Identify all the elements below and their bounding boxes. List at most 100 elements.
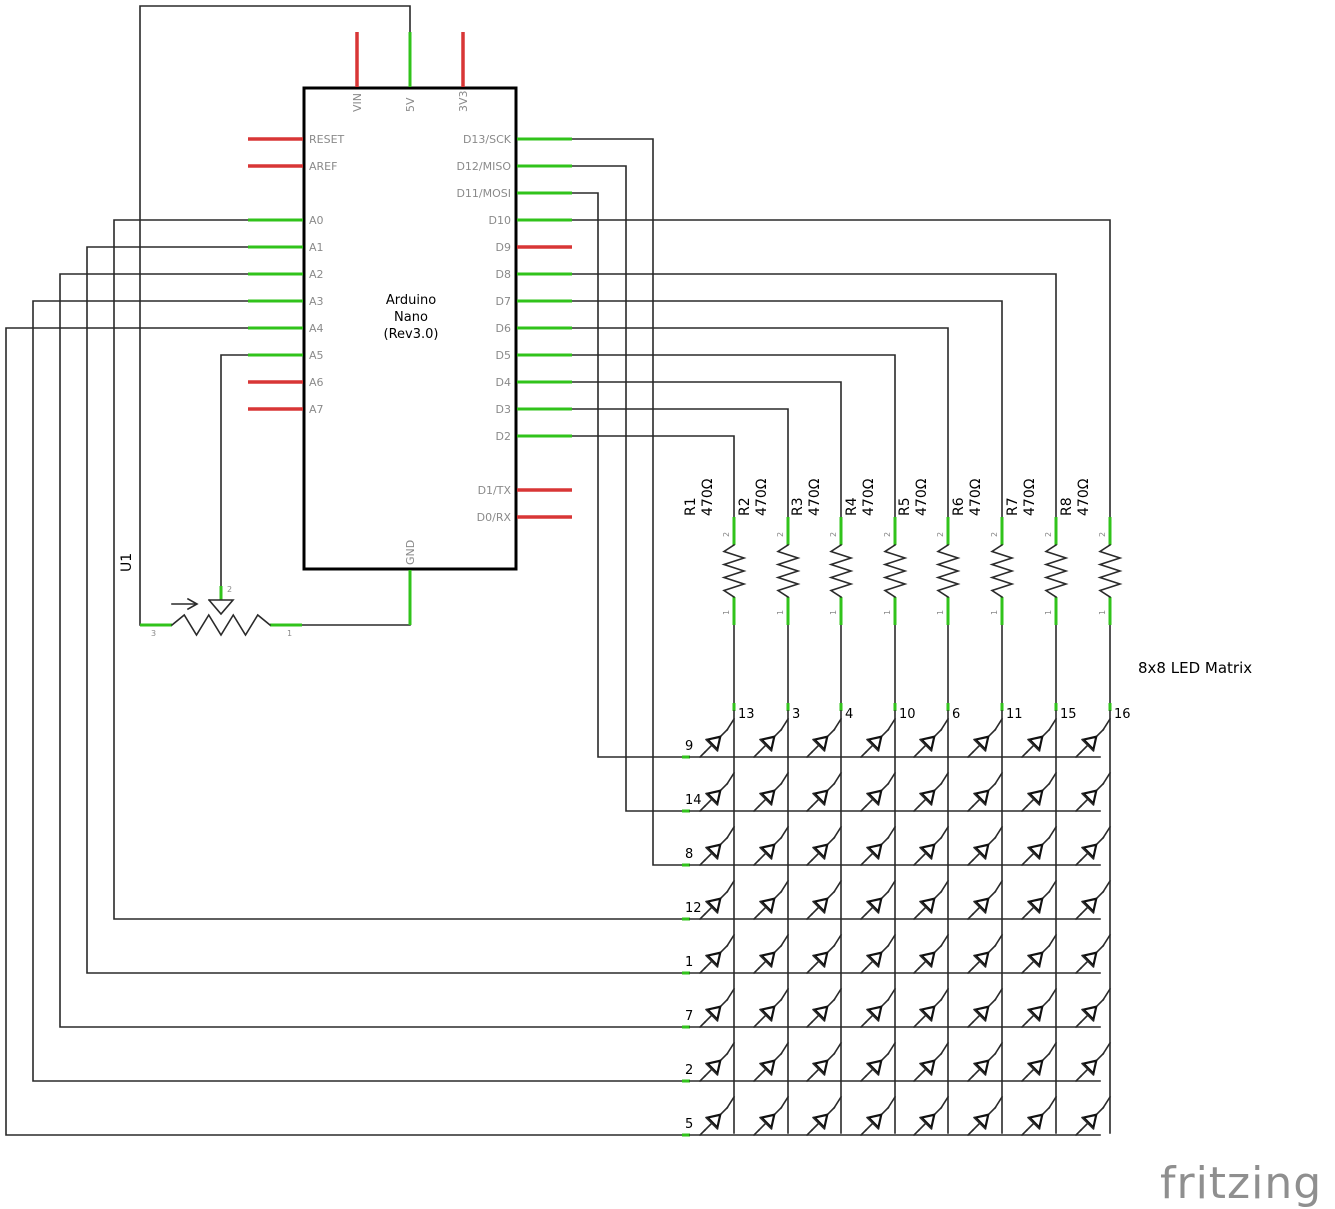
led-r5-c8-symbol [1079, 944, 1105, 970]
led-r3-c6-col-link [993, 825, 1004, 840]
led-r6-c8-triangle [1081, 1005, 1098, 1022]
led-r7-c6-col-link [993, 1041, 1004, 1056]
led-r2-c3-col-link [832, 771, 843, 786]
led-r5-c7-bar [1026, 954, 1041, 969]
led-r1-c4-symbol [864, 728, 890, 754]
led-r3-c7 [1025, 836, 1051, 862]
led-r5-c7-row-link [1020, 966, 1029, 975]
led-r3-c7-symbol [1025, 836, 1051, 862]
led-r5-c8-bar [1080, 954, 1095, 969]
led-r8-c7-row-link [1020, 1128, 1029, 1137]
led-r5-c5-bar [918, 954, 933, 969]
wire-a5-wiper [220, 354, 249, 587]
board-name-line-1: Arduino [386, 293, 436, 308]
led-r2-c4-col-link [886, 771, 897, 786]
led-r8-c5-symbol [917, 1106, 943, 1132]
led-r3-c1-bar [704, 846, 719, 861]
labels: Arduino Nano (Rev3.0) 8x8 LED Matrix U1 … [119, 293, 1321, 1209]
pin-label-5v: 5V [404, 97, 417, 112]
led-r1-c8-col-link [1101, 717, 1112, 732]
led-r3-c6-row-link [966, 858, 975, 867]
led-r8-c3-triangle [812, 1113, 829, 1130]
led-r2-c1 [703, 782, 729, 808]
resistor-r4-value: 470Ω [861, 478, 877, 516]
led-r7-c8-col-link [1101, 1041, 1112, 1056]
matrix-row-pin-label-1: 9 [685, 739, 693, 754]
led-r6-c3 [810, 998, 836, 1024]
led-r8-c6-bar [972, 1116, 987, 1131]
led-r3-c5-symbol [917, 836, 943, 862]
led-r8-c4-row-link [859, 1128, 868, 1137]
led-r7-c5-triangle [919, 1059, 936, 1076]
led-r7-c5-col-link [939, 1041, 950, 1056]
led-r8-c4-symbol [864, 1106, 890, 1132]
led-r5-c4-col-link [886, 933, 897, 948]
led-r6-c1-row-link [698, 1020, 707, 1029]
led-r1-c8-bar [1080, 738, 1095, 753]
led-r4-c8-triangle [1081, 897, 1098, 914]
led-r6-c2-row-link [752, 1020, 761, 1029]
led-r6-c2-bar [758, 1008, 773, 1023]
matrix-col-pin-label-8: 16 [1114, 707, 1131, 722]
pin-label-d0-rx: D0/RX [477, 511, 512, 524]
led-r4-c4-triangle [866, 897, 883, 914]
led-r2-c5-bar [918, 792, 933, 807]
led-r7-c8-bar [1080, 1062, 1095, 1077]
pin-label-d12-miso: D12/MISO [456, 160, 511, 173]
led-r4-c8 [1079, 890, 1105, 916]
led-r8-c5-triangle [919, 1113, 936, 1130]
led-r3-c5 [917, 836, 943, 862]
led-r7-c7-col-link [1047, 1041, 1058, 1056]
led-r4-c4-row-link [859, 912, 868, 921]
led-r2-c2 [757, 782, 783, 808]
led-r1-c1-row-link [698, 750, 707, 759]
led-r2-c5 [917, 782, 943, 808]
led-r1-c4-bar [865, 738, 880, 753]
led-r5-c5-symbol [917, 944, 943, 970]
led-r2-c1-triangle [705, 789, 722, 806]
led-r3-c8 [1079, 836, 1105, 862]
led-r5-c4-triangle [866, 951, 883, 968]
wire-d-to-r5 [571, 327, 949, 518]
led-r4-c5-symbol [917, 890, 943, 916]
led-r3-c8-col-link [1101, 825, 1112, 840]
led-r8-c1-symbol [703, 1106, 729, 1132]
resistor-r6-value: 470Ω [968, 478, 984, 516]
led-r2-c6-symbol [971, 782, 997, 808]
led-r5-c4-symbol [864, 944, 890, 970]
led-r4-c6-bar [972, 900, 987, 915]
led-r3-c5-row-link [912, 858, 921, 867]
led-r8-c1-row-link [698, 1128, 707, 1137]
led-r3-c4-col-link [886, 825, 897, 840]
led-r7-c6-row-link [966, 1074, 975, 1083]
matrix-col-pin-label-3: 4 [845, 707, 853, 722]
led-r6-c4-symbol [864, 998, 890, 1024]
resistor-r2-ref: R2 [737, 497, 753, 516]
led-r1-c3-row-link [805, 750, 814, 759]
led-r3-c3-row-link [805, 858, 814, 867]
led-r3-c3-col-link [832, 825, 843, 840]
led-r3-c3 [810, 836, 836, 862]
led-r1-c5-col-link [939, 717, 950, 732]
led-r4-c8-symbol [1079, 890, 1105, 916]
led-r6-c7-symbol [1025, 998, 1051, 1024]
resistor-r6-zigzag [989, 543, 1015, 599]
led-r2-c4-bar [865, 792, 880, 807]
led-r7-c2-col-link [779, 1041, 790, 1056]
led-r3-c3-symbol [810, 836, 836, 862]
led-r3-c6-triangle [973, 843, 990, 860]
led-r6-c8-row-link [1074, 1020, 1083, 1029]
pin-label-a7: A7 [309, 403, 324, 416]
led-r2-c2-col-link [779, 771, 790, 786]
wire-d-to-r8 [571, 219, 1111, 518]
led-r6-c7 [1025, 998, 1051, 1024]
pin-label-3v3: 3V3 [457, 90, 470, 112]
pin-label-a2: A2 [309, 268, 324, 281]
led-r5-c5-triangle [919, 951, 936, 968]
matrix-row-pin-label-6: 7 [685, 1009, 693, 1024]
pin-label-d9: D9 [496, 241, 511, 254]
led-r2-c4-triangle [866, 789, 883, 806]
led-r6-c3-triangle [812, 1005, 829, 1022]
led-r7-c2-symbol [757, 1052, 783, 1078]
pin-label-d11-mosi: D11/MOSI [456, 187, 511, 200]
